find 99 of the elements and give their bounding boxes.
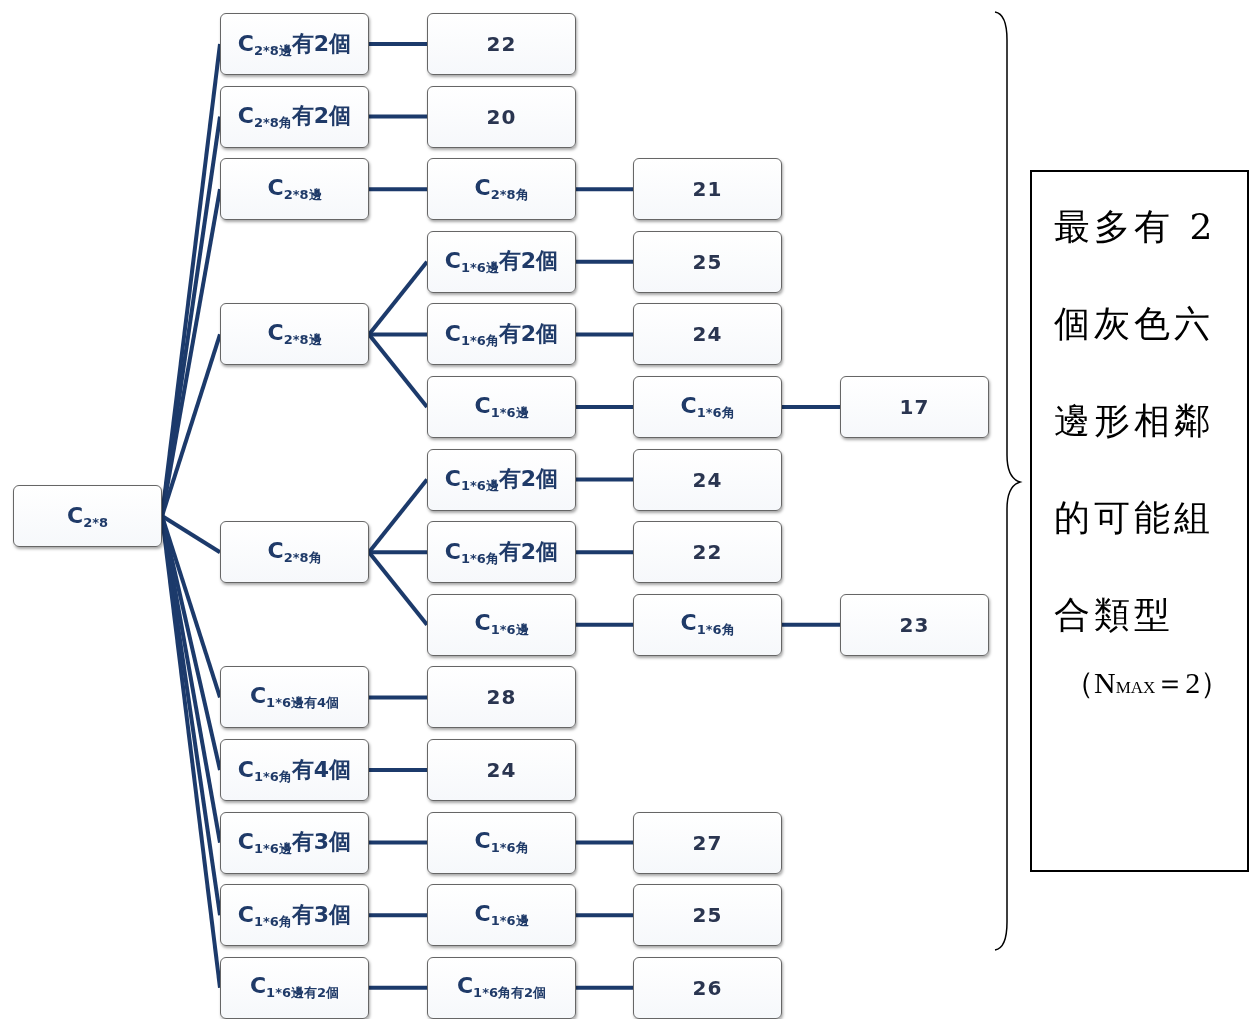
tree-box bbox=[427, 884, 576, 947]
note-box bbox=[1030, 170, 1249, 872]
tree-box bbox=[220, 13, 369, 75]
node-label: C$_{2*8}$ bbox=[66, 502, 108, 530]
tree-box bbox=[633, 303, 782, 366]
tree-box bbox=[633, 811, 782, 874]
connector-line bbox=[576, 259, 633, 264]
note-text: 最多有 2 個灰色六邊形相鄰的可能組合類型 bbox=[1054, 205, 1218, 637]
connector-line bbox=[576, 622, 633, 627]
node-label: C$_{2*8邊}$ bbox=[267, 174, 322, 204]
tree-box bbox=[427, 593, 576, 656]
node-label: C$_{1*6邊}$有2個 bbox=[444, 247, 559, 278]
node-label: 28 bbox=[486, 685, 517, 710]
tree-box bbox=[633, 230, 782, 293]
node-label: 22 bbox=[486, 32, 517, 56]
tree-box bbox=[427, 85, 576, 148]
node-label: C$_{1*6角}$ bbox=[680, 610, 735, 640]
connector-line bbox=[369, 985, 427, 990]
tree-box bbox=[427, 666, 576, 729]
connector-line bbox=[576, 840, 633, 845]
tree-box bbox=[427, 376, 576, 438]
tree-box bbox=[220, 158, 369, 221]
node-label: C$_{1*6邊}$ bbox=[474, 900, 529, 930]
tree-box bbox=[633, 448, 782, 511]
node-label: 23 bbox=[899, 612, 930, 637]
tree-box bbox=[633, 884, 782, 947]
tree-box bbox=[220, 956, 369, 1019]
connector-line bbox=[369, 695, 427, 700]
node-label: 25 bbox=[692, 249, 723, 274]
tree-box bbox=[220, 739, 369, 801]
tree-box bbox=[220, 85, 369, 148]
connector-line bbox=[369, 42, 427, 46]
tree-box bbox=[427, 448, 576, 511]
node-label: C$_{1*6角}$有2個 bbox=[444, 319, 559, 350]
node-label: C$_{1*6邊}$ bbox=[474, 610, 529, 640]
node-label: C$_{1*6角}$有3個 bbox=[237, 900, 352, 931]
connector-line bbox=[369, 768, 427, 772]
connector-line bbox=[576, 477, 633, 482]
node-label: 17 bbox=[899, 395, 930, 419]
node-label: 22 bbox=[692, 540, 723, 565]
connector-line bbox=[369, 332, 427, 337]
node-label: C$_{1*6邊}$有3個 bbox=[237, 828, 352, 859]
node-label: 24 bbox=[692, 467, 723, 492]
node-label: 25 bbox=[692, 903, 723, 928]
connector-line bbox=[576, 187, 633, 192]
tree-box bbox=[427, 230, 576, 293]
tree-box bbox=[427, 303, 576, 366]
node-label: 24 bbox=[692, 322, 723, 347]
node-label: C$_{1*6邊}$有2個 bbox=[444, 465, 559, 496]
connector-line bbox=[576, 985, 633, 990]
tree-box bbox=[633, 956, 782, 1019]
tree-box bbox=[633, 376, 782, 438]
tree-box bbox=[427, 739, 576, 801]
tree-box bbox=[220, 884, 369, 947]
node-label: C$_{2*8邊}$有2個 bbox=[237, 29, 352, 60]
tree-box bbox=[220, 303, 369, 366]
connector-line bbox=[367, 333, 429, 409]
tree-box bbox=[840, 376, 989, 438]
node-label: C$_{2*8角}$ bbox=[267, 537, 322, 567]
node-label: C$_{1*6角}$有4個 bbox=[237, 755, 352, 786]
tree-box bbox=[427, 158, 576, 221]
node-label: C$_{2*8角}$ bbox=[474, 174, 529, 204]
node-label: C$_{2*8角}$有2個 bbox=[237, 102, 352, 133]
connector-line bbox=[576, 332, 633, 337]
tree-box bbox=[427, 956, 576, 1019]
tree-box bbox=[427, 13, 576, 75]
node-label: 27 bbox=[692, 830, 723, 855]
connector-line bbox=[369, 840, 427, 845]
node-label: 24 bbox=[486, 758, 517, 782]
tree-box bbox=[633, 593, 782, 656]
tree-box bbox=[220, 666, 369, 729]
connector-line bbox=[369, 114, 427, 119]
tree-box bbox=[427, 521, 576, 584]
tree-box bbox=[220, 811, 369, 874]
connector-line bbox=[782, 622, 840, 627]
node-label: C$_{1*6邊}$ bbox=[474, 392, 529, 422]
node-label: C$_{1*6角有2個}$ bbox=[456, 973, 547, 1003]
node-label: C$_{1*6邊有4個}$ bbox=[249, 682, 340, 712]
tree-box bbox=[840, 593, 989, 656]
node-label: 20 bbox=[486, 104, 517, 129]
connector-line bbox=[576, 405, 633, 409]
tree-box bbox=[633, 158, 782, 221]
tree-box bbox=[633, 521, 782, 584]
tree-box bbox=[13, 485, 162, 547]
tree-box bbox=[427, 811, 576, 874]
connector-line bbox=[369, 913, 427, 918]
node-label: C$_{2*8邊}$ bbox=[267, 319, 322, 349]
node-label: C$_{1*6邊有2個}$ bbox=[249, 973, 340, 1003]
node-label: C$_{1*6角}$ bbox=[680, 392, 735, 422]
node-label: C$_{1*6角}$ bbox=[474, 828, 529, 858]
connector-line bbox=[369, 187, 427, 192]
connector-line bbox=[576, 913, 633, 918]
node-label: 26 bbox=[692, 975, 723, 1000]
node-label: C$_{1*6角}$有2個 bbox=[444, 537, 559, 568]
tree-box bbox=[220, 521, 369, 584]
connector-line bbox=[576, 550, 633, 555]
node-label: 21 bbox=[692, 177, 723, 202]
connector-line bbox=[369, 550, 427, 555]
connector-line bbox=[782, 405, 840, 409]
